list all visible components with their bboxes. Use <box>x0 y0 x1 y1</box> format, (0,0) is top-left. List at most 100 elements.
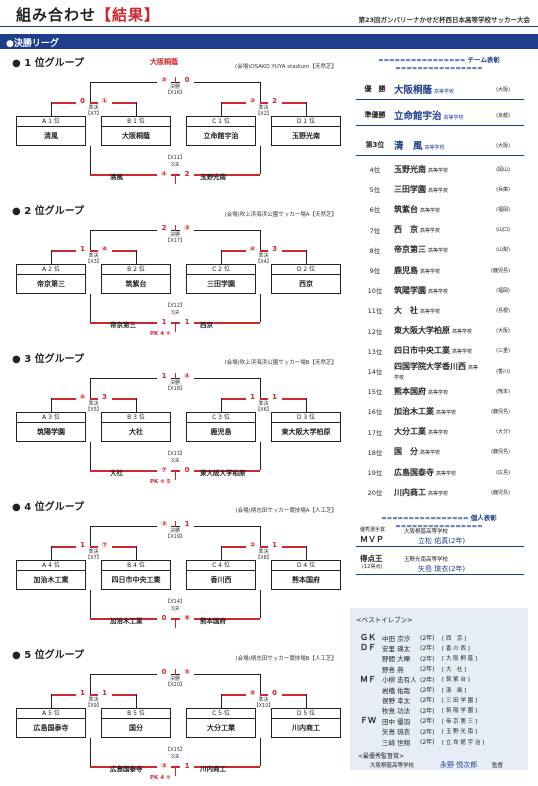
third-score-left: ⑦ <box>157 466 171 475</box>
semi-left-drop-b <box>136 694 137 708</box>
semi-right-score-a: ④ <box>245 245 260 254</box>
team-rank: A 5 位 <box>17 709 85 719</box>
team-box: A 2 位帝京第三 <box>16 264 86 294</box>
award-pref: (岡山) <box>496 166 510 173</box>
award-pref: (鹿児島) <box>491 489 510 496</box>
award-team: 熊本国府高等学校 <box>394 386 480 397</box>
semi-left-drop-b <box>136 398 137 412</box>
award-team: 大阪桐蔭高等学校 <box>394 82 480 96</box>
final-right-drop <box>260 674 261 694</box>
semi-right-score-a: ② <box>245 541 260 550</box>
team-box: A 4 位加治木工業 <box>16 560 86 590</box>
award-suffix: 高等学校 <box>420 207 441 214</box>
semi-right-code: 【X6】 <box>255 407 272 413</box>
best-school: [ 清 風 ] <box>442 687 467 694</box>
award-row: 15位熊本国府高等学校(熊本) <box>356 382 524 400</box>
award-row: 16位加治木工業高等学校(鹿児島) <box>356 402 524 420</box>
award-team: 東大阪大学柏原高等学校 <box>394 325 480 336</box>
third-team-right: 西京 <box>200 321 213 329</box>
best-name: 田中 優羽 <box>382 717 411 726</box>
award-row: 8位帝京第三高等学校(山梨) <box>356 241 524 259</box>
award-row: 優 勝大阪桐蔭高等学校(大阪) <box>356 80 524 98</box>
page-title: 組み合わせ【結果】 <box>16 6 161 24</box>
final-winner-mark <box>175 521 176 527</box>
award-team-name: 帝京第三 <box>394 245 426 255</box>
award-row: 6位筑紫台高等学校(福岡) <box>356 200 524 218</box>
best-eleven-row: 矢島 琉衣(2年)[ 玉 野 光 南 ] <box>360 726 525 737</box>
award-row: 11位大 社高等学校(島根) <box>356 301 524 319</box>
team-name: 玉野光南 <box>292 132 320 140</box>
award-underline <box>356 125 524 126</box>
award-pref: (三重) <box>496 348 510 355</box>
award-suffix: 高等学校 <box>424 145 445 151</box>
award-suffix: 高等学校 <box>420 228 441 235</box>
mvp-underline <box>356 546 524 547</box>
third-label: 3決 <box>170 606 180 612</box>
mvp-school: 大阪桐蔭高等学校 <box>404 529 449 535</box>
award-team: 広島国泰寺高等学校 <box>394 467 480 478</box>
award-team-name: 三田学園 <box>394 184 426 194</box>
semi-right-code: 【X2】 <box>255 111 272 117</box>
award-team-name: 広島国泰寺 <box>394 467 434 477</box>
award-pref: (兵庫) <box>496 186 510 193</box>
award-pref: (香川) <box>496 368 510 375</box>
award-rank: 13位 <box>367 347 383 356</box>
best-year: (2年) <box>420 655 435 663</box>
award-rank: 14位 <box>367 368 383 376</box>
best-name: 岩橋 佑哉 <box>382 686 411 695</box>
award-pref: (山梨) <box>496 247 510 254</box>
award-team: 三田学園高等学校 <box>394 184 480 195</box>
pk-score: PK 4 ⑤ <box>150 775 171 781</box>
third-left-drop <box>90 146 91 174</box>
final-score-left: 2 <box>157 224 171 233</box>
team-rank: B 3 位 <box>102 413 170 423</box>
team-name: 東大阪大学柏原 <box>281 428 331 436</box>
team-name: 国分 <box>129 724 143 732</box>
section-header: ●決勝リーグ <box>0 34 538 49</box>
third-score-left: 1 <box>157 318 171 327</box>
third-score-left: ③ <box>157 762 171 771</box>
third-score-right: 0 <box>180 466 194 475</box>
third-score-right: 2 <box>180 170 194 179</box>
best-pos: ＧＫ <box>360 633 376 642</box>
group-venue: (会場)吹上浜海浜公園サッカー場B【天然芝】 <box>224 360 337 366</box>
award-pref: (熊本) <box>496 388 510 395</box>
final-left-drop <box>90 378 91 398</box>
team-rank: B 1 位 <box>102 117 170 127</box>
award-pref: (大阪) <box>496 142 510 149</box>
award-row: 13位四日市中央工業高等学校(三重) <box>356 342 524 360</box>
coach-heading: <最優秀監督賞> <box>358 753 405 760</box>
semi-right-drop-a <box>221 546 222 560</box>
semi-right-score-b: 0 <box>267 689 282 698</box>
team-name: 川内商工 <box>292 724 320 732</box>
semi-right-label: 準決 <box>258 253 269 259</box>
award-team-name: 加治木工業 <box>394 406 434 416</box>
award-team-name: 大分工業 <box>394 427 426 437</box>
best-school: [ 大 社 ] <box>442 666 467 673</box>
award-suffix: 高等学校 <box>420 450 441 457</box>
best-school: [ 玉 野 光 南 ] <box>442 729 478 736</box>
team-rank: A 3 位 <box>17 413 85 423</box>
award-row: 20位川内商工高等学校(鹿児島) <box>356 483 524 501</box>
semi-left-score-b: ⑦ <box>97 541 112 550</box>
semi-right-drop-a <box>221 694 222 708</box>
semi-left-label: 準決 <box>88 697 99 703</box>
team-awards-heading: ================ チーム表彰 ================ <box>378 56 500 72</box>
semi-right-line <box>221 694 306 696</box>
award-row: 5位三田学園高等学校(兵庫) <box>356 180 524 198</box>
award-rank: 第3位 <box>365 141 385 149</box>
team-name: 鹿児島 <box>210 428 232 436</box>
final-code: 【X19】 <box>165 534 185 540</box>
coach-school: 大阪桐蔭高等学校 <box>370 763 415 769</box>
award-team-name: 立命館宇治 <box>394 111 442 122</box>
team-name: 大分工業 <box>207 724 235 732</box>
team-name: 帝京第三 <box>37 280 65 288</box>
semi-right-drop-a <box>221 102 222 116</box>
third-right-drop <box>260 738 261 766</box>
award-team: 鹿児島高等学校 <box>394 265 480 276</box>
best-school: [ 香 川 西 ] <box>442 645 470 652</box>
third-left-drop <box>90 590 91 618</box>
award-team-name: 筑陽学園 <box>394 285 426 295</box>
best-school: [ 立 命 館 宇 治 ] <box>442 739 485 746</box>
